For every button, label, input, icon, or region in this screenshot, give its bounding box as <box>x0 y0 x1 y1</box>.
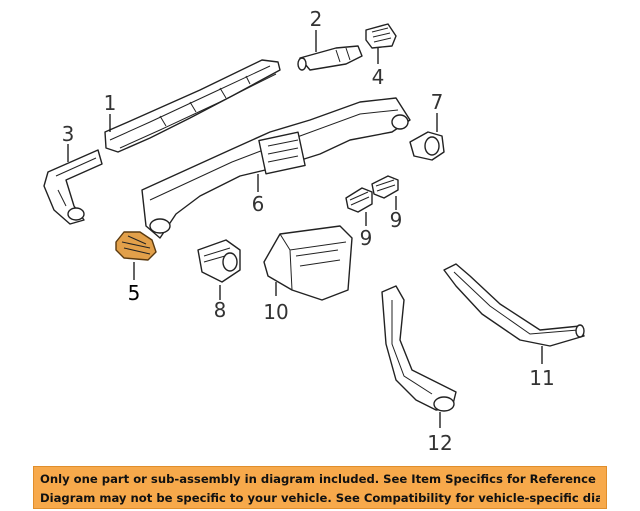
callout-4: 4 <box>372 65 385 89</box>
callout-8: 8 <box>214 298 227 322</box>
callout-7: 7 <box>431 90 444 114</box>
part-5-vent-bezel <box>115 231 157 261</box>
part-12-floor-duct <box>381 285 457 412</box>
part-1-dash-duct <box>104 59 281 153</box>
callout-5: 5 <box>128 281 141 305</box>
part-4-vent <box>365 23 397 49</box>
part-2-duct <box>297 45 363 71</box>
part-8-vent-box <box>197 239 241 283</box>
disclaimer-line-1: Only one part or sub-assembly in diagram… <box>40 472 600 486</box>
part-9-vent-a <box>345 187 373 213</box>
part-9-vent-b <box>371 175 399 199</box>
part-6-main-duct <box>141 97 411 239</box>
callout-9b: 9 <box>390 208 403 232</box>
part-3-side-duct <box>43 149 103 225</box>
callout-1: 1 <box>104 91 117 115</box>
part-10-duct-box <box>263 225 353 301</box>
callout-12: 12 <box>427 431 452 455</box>
callout-2: 2 <box>310 7 323 31</box>
parts-diagram: 1 2 3 4 5 6 7 <box>43 7 585 455</box>
callout-3: 3 <box>62 122 75 146</box>
part-11-long-duct <box>443 263 585 347</box>
callout-6: 6 <box>252 192 265 216</box>
disclaimer-line-2: Diagram may not be specific to your vehi… <box>40 491 600 505</box>
callout-11: 11 <box>529 366 554 390</box>
part-7-vent <box>409 131 445 161</box>
callout-10: 10 <box>263 300 288 324</box>
disclaimer-banner: Only one part or sub-assembly in diagram… <box>33 466 607 509</box>
callout-9a: 9 <box>360 226 373 250</box>
